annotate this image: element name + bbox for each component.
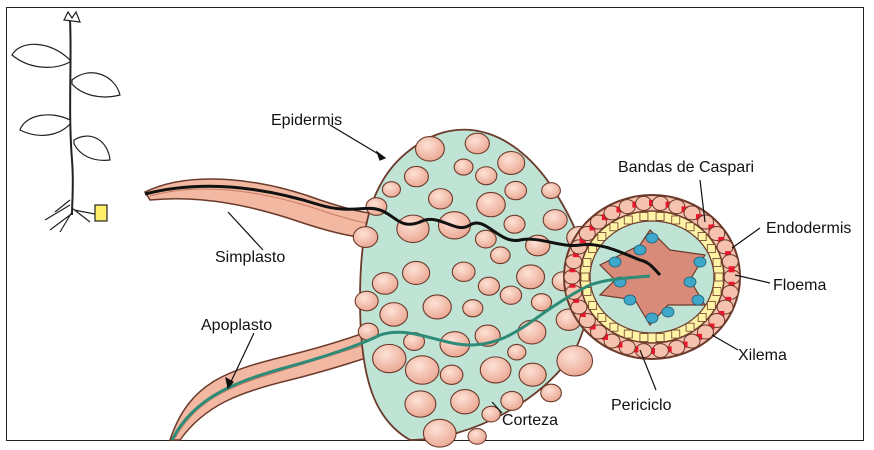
cortex-cell bbox=[405, 391, 436, 417]
cortex-cell bbox=[468, 429, 486, 445]
cortex-cell bbox=[504, 215, 525, 233]
pericycle-cell bbox=[640, 212, 648, 220]
cortex-cell bbox=[498, 152, 525, 175]
casparian-band bbox=[729, 266, 735, 272]
cortex-cell bbox=[500, 286, 521, 304]
label-apoplasto: Apoplasto bbox=[201, 317, 272, 334]
pericycle-cell bbox=[640, 334, 648, 342]
cortex-cell bbox=[403, 261, 430, 284]
cortex-cell bbox=[452, 262, 475, 281]
xylem-vessel bbox=[684, 277, 696, 287]
cortex-cell bbox=[454, 159, 473, 175]
cortex-cell bbox=[519, 363, 546, 386]
cortex-cell bbox=[423, 419, 456, 447]
cortex-cell bbox=[463, 300, 483, 317]
pericycle-cell bbox=[583, 258, 591, 266]
xylem-vessel bbox=[624, 295, 636, 305]
pericycle-cell bbox=[672, 216, 680, 224]
label-bandas-de-caspari: Bandas de Caspari bbox=[618, 159, 754, 176]
cortex-cell bbox=[475, 230, 496, 248]
cortex-cell bbox=[478, 277, 499, 295]
cortex-cell bbox=[372, 273, 397, 295]
label-epidermis: Epidermis bbox=[271, 112, 342, 129]
pericycle-cell bbox=[698, 233, 706, 241]
xylem-vessel bbox=[634, 245, 646, 255]
cortex-cell bbox=[380, 303, 408, 327]
cortex-cell bbox=[491, 247, 511, 264]
pericycle-cell bbox=[686, 323, 694, 331]
cortex-cell bbox=[517, 265, 545, 289]
label-corteza: Corteza bbox=[502, 412, 558, 429]
cortex-cell bbox=[542, 183, 561, 199]
label-xilema: Xilema bbox=[738, 347, 787, 364]
cortex-cell bbox=[505, 181, 527, 199]
cortex-cell bbox=[508, 344, 526, 360]
pericycle-cell bbox=[610, 323, 618, 331]
xylem-vessel bbox=[646, 313, 658, 323]
cortex-cell bbox=[440, 365, 463, 384]
cortex-cell bbox=[451, 390, 480, 414]
label-floema: Floema bbox=[773, 277, 826, 294]
cortex-cell bbox=[382, 182, 400, 197]
xylem-vessel bbox=[662, 307, 674, 317]
xylem-vessel bbox=[609, 257, 621, 267]
pericycle-cell bbox=[713, 258, 721, 266]
cortex-cell bbox=[423, 295, 451, 319]
cortex-cell bbox=[405, 356, 438, 384]
pericycle-cell bbox=[656, 212, 664, 220]
cortex-cell bbox=[465, 133, 489, 154]
pericycle-cell bbox=[610, 223, 618, 231]
pericycle-cell bbox=[713, 288, 721, 296]
pericycle-cell bbox=[672, 330, 680, 338]
cortex-cell bbox=[477, 192, 506, 216]
pericycle-cell bbox=[707, 245, 715, 253]
pericycle-cell bbox=[656, 334, 664, 342]
cortex-cell bbox=[543, 210, 567, 230]
pericycle-cell bbox=[624, 330, 632, 338]
cortex-cell bbox=[501, 391, 523, 410]
pericycle-cell bbox=[581, 273, 589, 281]
pericycle-cell bbox=[589, 301, 597, 309]
plant-icon bbox=[12, 12, 120, 232]
cortex-cell bbox=[476, 167, 497, 185]
pericycle-cell bbox=[707, 301, 715, 309]
label-simplasto: Simplasto bbox=[215, 249, 285, 266]
root-hair-lower bbox=[170, 325, 390, 440]
cortex-cell bbox=[404, 166, 428, 186]
cortex-cell bbox=[541, 384, 562, 402]
pericycle-cell bbox=[624, 216, 632, 224]
pericycle-cell bbox=[598, 313, 606, 321]
cortex-cell bbox=[518, 320, 546, 344]
cortex-cell bbox=[373, 344, 406, 372]
cortex-cell bbox=[557, 346, 593, 376]
cortex-cell bbox=[355, 291, 378, 311]
root-section-marker-icon bbox=[95, 205, 107, 221]
pericycle-cell bbox=[715, 273, 723, 281]
cortex-cell bbox=[429, 189, 453, 209]
pericycle-cell bbox=[686, 223, 694, 231]
xylem-vessel bbox=[692, 295, 704, 305]
label-endodermis: Endodermis bbox=[766, 220, 851, 237]
stele bbox=[564, 195, 740, 359]
cortex-cell bbox=[353, 227, 377, 248]
cortex-cell bbox=[416, 137, 445, 161]
pericycle-cell bbox=[598, 233, 606, 241]
label-periciclo: Periciclo bbox=[611, 397, 672, 414]
pericycle-cell bbox=[698, 313, 706, 321]
cortex-cell bbox=[480, 357, 511, 383]
xylem-vessel bbox=[694, 257, 706, 267]
xylem-vessel bbox=[646, 233, 658, 243]
